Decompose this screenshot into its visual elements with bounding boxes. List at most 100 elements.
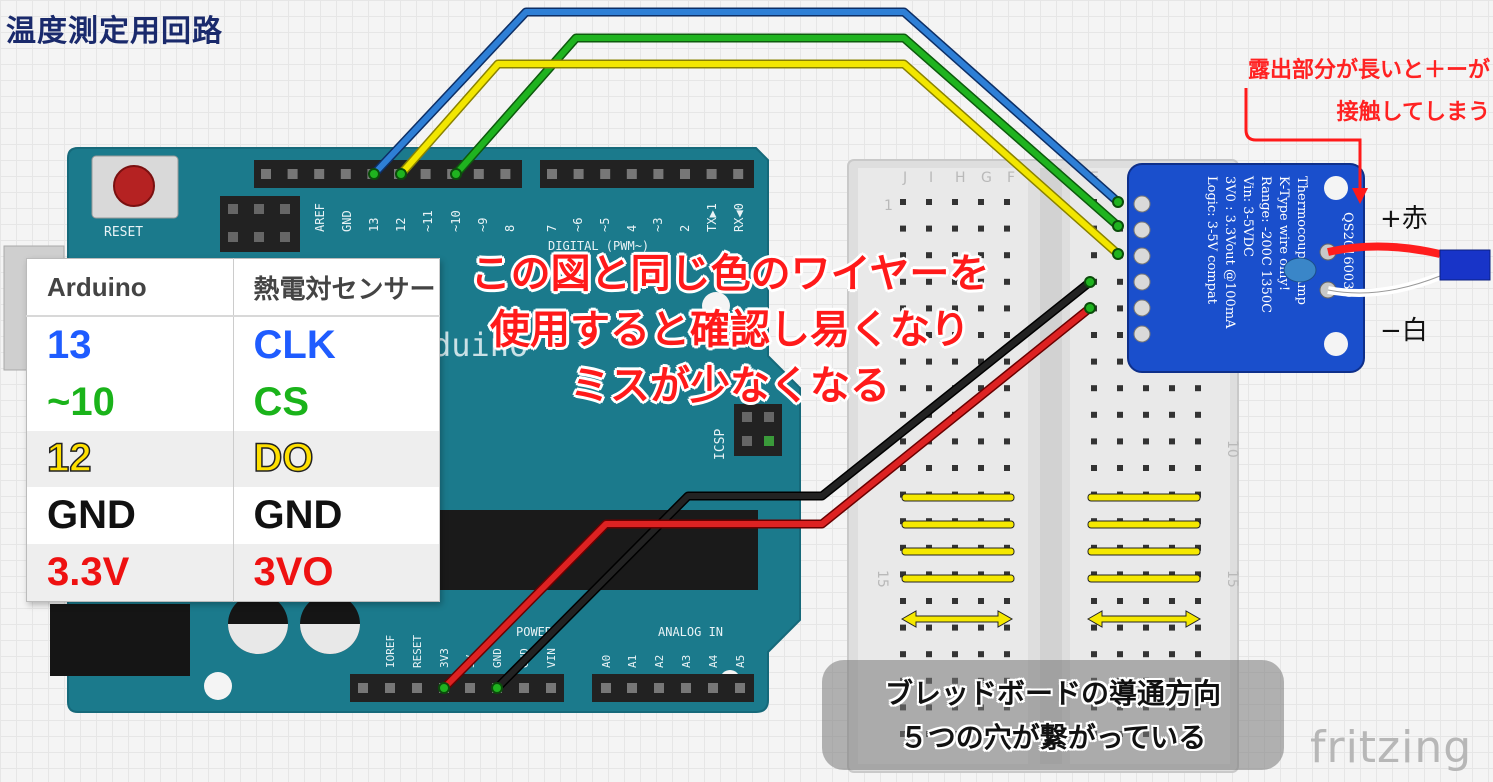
breadboard-hole — [900, 225, 906, 232]
breadboard-hole — [952, 199, 958, 205]
breadboard-hole — [1004, 465, 1010, 471]
header-pin — [287, 169, 298, 179]
breadboard-hole — [952, 571, 958, 578]
breadboard-hole — [1143, 571, 1149, 578]
icsp-label: ICSP — [713, 429, 728, 460]
breadboard-hole — [1117, 598, 1123, 604]
wire-yellow-do — [396, 59, 1123, 259]
breadboard-hole — [1004, 225, 1010, 232]
conduction-arrow-left — [900, 610, 1014, 628]
sensor-line-1: Thermocouple Amp — [1294, 176, 1309, 305]
breadboard-hole — [978, 571, 984, 578]
breadboard-hole — [900, 624, 906, 631]
breadboard-hole — [1143, 438, 1149, 445]
digital-pin-label: ~9 — [476, 218, 490, 232]
digital-pin-label: 8 — [503, 225, 517, 232]
header-pin — [680, 169, 690, 179]
bb-letter-g: G — [981, 170, 992, 186]
header-arduino: Arduino — [26, 258, 234, 317]
bottom-header-pins — [358, 683, 745, 693]
analog-pin-label: A0 — [600, 655, 613, 668]
breadboard-hole — [1117, 624, 1123, 631]
digital-pin-label: RX◀0 — [732, 203, 746, 232]
header-pin — [546, 683, 556, 693]
breadboard-hole — [1195, 598, 1201, 604]
breadboard-hole — [978, 651, 984, 658]
breadboard-hole — [1117, 385, 1123, 392]
analog-pin-label: A4 — [707, 654, 720, 668]
breadboard-hole — [900, 199, 906, 205]
breadboard-hole — [926, 624, 932, 631]
bb-letter-h: H — [955, 170, 966, 186]
header-pin — [708, 683, 718, 693]
analog-label: ANALOG IN — [658, 625, 723, 639]
breadboard-hole — [1117, 465, 1123, 471]
arduino-pin-cell: GND — [26, 487, 234, 545]
power-pin-label: VIN — [545, 648, 558, 668]
breadboard-hole — [1169, 385, 1175, 392]
exposed-wire-note-line2: 接触してしまう — [1336, 100, 1490, 125]
header-pin — [340, 169, 351, 179]
breadboard-hole — [1143, 465, 1149, 471]
breadboard-hole — [1143, 385, 1149, 392]
breadboard-hole — [1169, 624, 1175, 631]
sensor-pin-cell: CLK — [233, 316, 440, 374]
breadboard-hole — [1117, 305, 1123, 312]
header-pin — [573, 169, 584, 179]
power-pin-label: 3V3 — [438, 648, 451, 668]
breadboard-hole — [952, 278, 958, 285]
exposed-wire-arrow — [1244, 88, 1368, 204]
breadboard-hole — [978, 598, 984, 604]
breadboard-hole — [1195, 465, 1201, 471]
breadboard-hole — [1195, 624, 1201, 631]
breadboard-hole — [1169, 571, 1175, 578]
header-pin — [735, 683, 745, 693]
header-pin — [547, 169, 557, 179]
header-pin — [733, 169, 744, 179]
breadboard-hole — [1143, 651, 1149, 658]
breadboard-hole — [900, 385, 906, 392]
breadboard-hole — [1143, 624, 1149, 631]
breadboard-hole — [900, 438, 906, 445]
breadboard-hole — [978, 225, 984, 232]
digital-pin-label: ~6 — [571, 218, 585, 232]
digital-pin-label: ~11 — [421, 210, 435, 232]
breadboard-hole — [1117, 411, 1123, 418]
fritzing-watermark: fritzing — [1310, 722, 1473, 773]
breadboard-hole — [1169, 411, 1175, 418]
exposed-wire-note: 露出部分が長いと＋ーが 接触してしまう — [1180, 50, 1490, 134]
analog-header — [592, 674, 754, 702]
breadboard-hole — [978, 332, 984, 338]
table-row: 13 CLK — [26, 316, 440, 374]
wiring-table-header: Arduino 熱電対センサー — [26, 258, 440, 317]
digital-pin-label: 13 — [367, 218, 381, 232]
table-row: 3.3V 3VO — [26, 544, 440, 602]
arduino-pin-cell: 12 — [26, 430, 234, 488]
sensor-line-5: 3V0 : 3.3Vout @100mA — [1222, 176, 1237, 329]
breadboard-hole — [952, 358, 958, 365]
bb-row-15-left: 15 — [874, 570, 890, 588]
table-row: ~10 CS — [26, 373, 440, 431]
breadboard-hole — [1169, 651, 1175, 658]
breadboard-hole — [978, 278, 984, 285]
breadboard-hole — [952, 332, 958, 338]
header-pin — [519, 683, 529, 693]
sensor-pin — [1133, 273, 1151, 291]
breadboard-hole — [1169, 438, 1175, 445]
breadboard-hole — [1169, 465, 1175, 471]
breadboard-hole — [1117, 278, 1123, 285]
bb-row-10: 10 — [1224, 440, 1240, 458]
breadboard-hole — [978, 199, 984, 205]
breadboard-hole — [1004, 305, 1010, 312]
capacitors — [228, 594, 360, 654]
arduino-brand: duino — [432, 326, 528, 364]
breadboard-hole — [926, 358, 932, 365]
table-row: 12 DO — [26, 430, 440, 488]
minus-white-label: −白 — [1380, 316, 1428, 346]
reset-button[interactable] — [91, 155, 179, 219]
analog-pin-label: A3 — [680, 655, 693, 668]
header-pin — [314, 169, 325, 179]
breadboard-hole — [1091, 358, 1097, 365]
sensor-line-3: Range: -200C 1350C — [1258, 176, 1273, 313]
digital-pin-label: ~5 — [598, 218, 612, 232]
